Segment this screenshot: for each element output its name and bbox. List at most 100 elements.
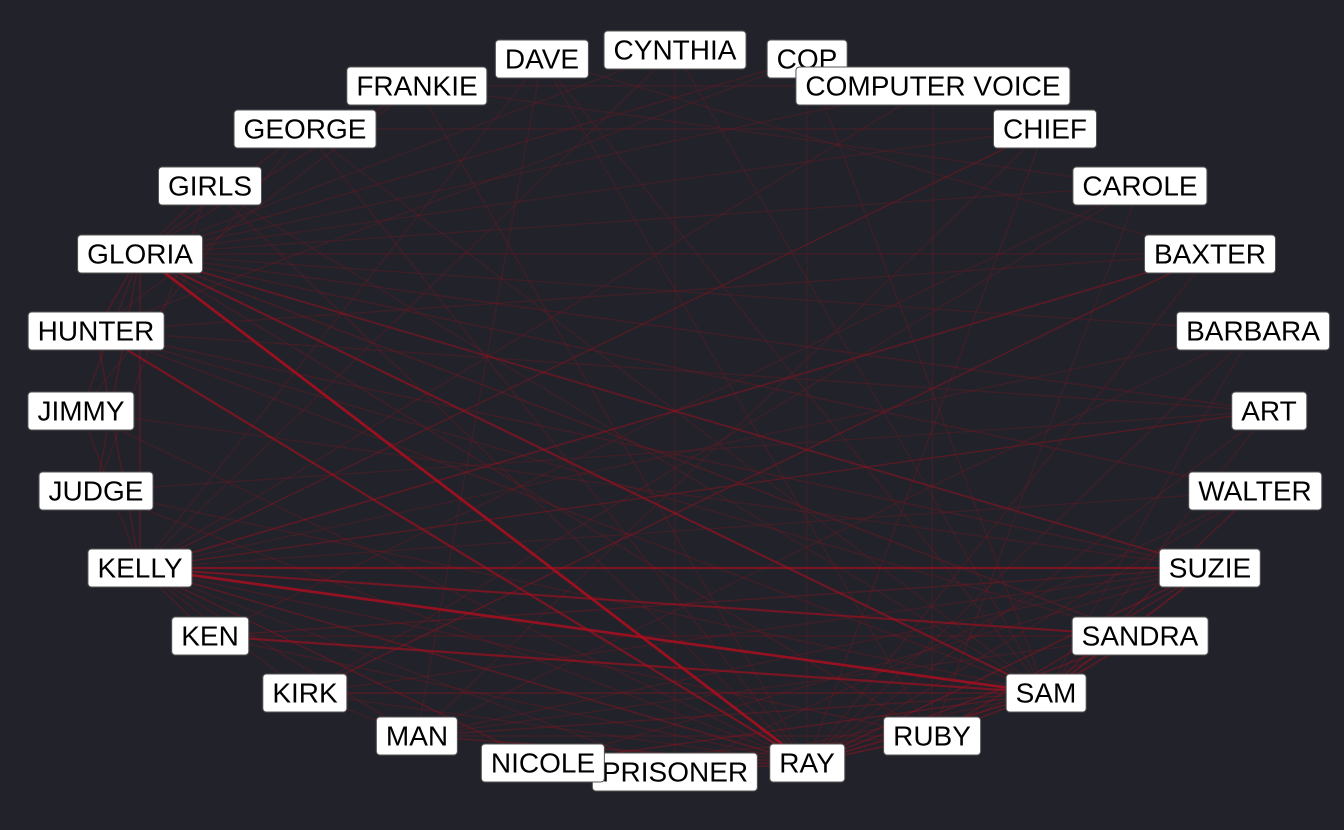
node-kirk: KIRK (262, 673, 348, 713)
edge-gloria-art (139, 253, 1270, 412)
node-ray: RAY (769, 743, 845, 783)
edge-kelly-chief (139, 128, 1046, 569)
node-art: ART (1231, 391, 1307, 431)
edge-computer_voice-gloria (139, 85, 934, 255)
edge-cop-sam (806, 58, 1047, 694)
edge-gloria-sandra (139, 253, 1141, 637)
node-judge: JUDGE (38, 471, 154, 511)
node-carole: CAROLE (1072, 166, 1208, 206)
edge-carole-gloria (139, 185, 1141, 255)
edge-dave-kelly (139, 58, 543, 569)
edge-hunter-sam (95, 330, 1047, 694)
edge-kelly-nicole (139, 567, 544, 764)
edge-barbara-ray (806, 330, 1254, 764)
node-man: MAN (375, 716, 459, 756)
edge-hunter-sandra (95, 330, 1141, 637)
edge-suzie-kirk (304, 567, 1211, 694)
node-girls: GIRLS (157, 166, 263, 206)
edge-dave-baxter (541, 58, 1211, 255)
edge-cynthia-gloria (139, 49, 676, 255)
edge-carole-ruby (931, 185, 1141, 737)
node-cynthia: CYNTHIA (603, 30, 747, 70)
edge-art-ray (806, 410, 1270, 764)
edge-baxter-kelly (139, 253, 1211, 569)
edge-ken-ray (209, 635, 808, 764)
node-nicole: NICOLE (480, 743, 606, 783)
node-jimmy: JIMMY (27, 391, 135, 431)
edge-hunter-art (95, 330, 1270, 412)
node-cop: COP (766, 39, 848, 79)
node-barbara: BARBARA (1176, 311, 1330, 351)
node-kelly: KELLY (87, 548, 193, 588)
edge-gloria-judge (95, 253, 141, 492)
node-ruby: RUBY (883, 716, 981, 756)
edge-baxter-hunter (95, 253, 1211, 332)
edge-carole-ken (209, 185, 1141, 637)
edge-barbara-kelly (139, 330, 1254, 569)
edge-art-kelly (139, 410, 1270, 569)
node-gloria: GLORIA (77, 234, 203, 274)
edge-ken-sam (209, 634, 1047, 695)
edge-judge-sam (95, 490, 1047, 694)
edge-sam-man (416, 692, 1047, 737)
edge-gloria-ray (139, 252, 808, 765)
edge-kelly-ruby (139, 567, 933, 737)
edge-kelly-man (139, 567, 418, 737)
edge-kelly-art (139, 410, 1270, 569)
edge-kelly-sandra (139, 566, 1141, 638)
edge-hunter-suzie (95, 330, 1211, 569)
node-walter: WALTER (1188, 471, 1322, 511)
edge-gloria-ruby (139, 253, 933, 737)
node-dave: DAVE (494, 39, 590, 79)
edge-sam-walter (1045, 490, 1256, 694)
node-baxter: BAXTER (1143, 234, 1277, 274)
edge-hunter-ray (95, 330, 808, 764)
edge-george-ray (304, 128, 808, 764)
edge-judge-ray (95, 490, 808, 764)
edge-dave-ruby (541, 58, 933, 737)
node-computer-voice: COMPUTER VOICE (795, 66, 1071, 106)
edge-barbara-man (416, 330, 1254, 737)
edge-chief-kelly (139, 128, 1046, 569)
edge-gloria-sam (139, 253, 1047, 694)
edge-suzie-man (416, 567, 1211, 737)
edge-cynthia-sam (674, 49, 1047, 694)
edge-gloria-suzie (139, 253, 1211, 569)
edge-ray-kelly (139, 567, 808, 764)
edge-girls-ray (209, 185, 808, 764)
edge-suzie-nicole (542, 567, 1211, 764)
node-prisoner: PRISONER (591, 752, 759, 792)
node-frankie: FRANKIE (346, 66, 488, 106)
edge-cynthia-kelly (139, 49, 676, 569)
edge-dave-man (416, 58, 543, 737)
node-george: GEORGE (233, 109, 377, 149)
edge-kelly-computer_voice (139, 85, 934, 569)
node-sam: SAM (1005, 673, 1087, 713)
edge-nicole-kelly (139, 567, 544, 764)
edge-kelly-sam (139, 566, 1047, 695)
edge-sandra-man (416, 635, 1141, 737)
edge-george-sam (304, 128, 1047, 694)
edge-walter-kelly (139, 490, 1256, 569)
edge-baxter-ray (806, 253, 1211, 764)
edge-art-judge (95, 410, 1270, 492)
edge-gloria-cop (139, 58, 808, 255)
edge-chief-gloria (139, 128, 1046, 255)
edge-computer_voice-ruby (931, 85, 934, 737)
edge-cop-hunter (95, 58, 808, 332)
edge-prisoner-kelly (139, 567, 676, 773)
edge-girls-sam (209, 185, 1047, 694)
node-sandra: SANDRA (1071, 616, 1209, 656)
node-chief: CHIEF (993, 109, 1097, 149)
node-ken: KEN (171, 616, 249, 656)
edge-ray-sandra (806, 635, 1141, 764)
edge-baxter-kirk (304, 253, 1211, 694)
edge-walter-ray (806, 490, 1256, 764)
edge-jimmy-suzie (80, 410, 1211, 569)
edge-frankie-carole (416, 85, 1141, 187)
edge-ken-suzie (209, 567, 1211, 637)
edge-carole-kirk (304, 185, 1141, 694)
edge-sam-nicole (542, 692, 1047, 764)
